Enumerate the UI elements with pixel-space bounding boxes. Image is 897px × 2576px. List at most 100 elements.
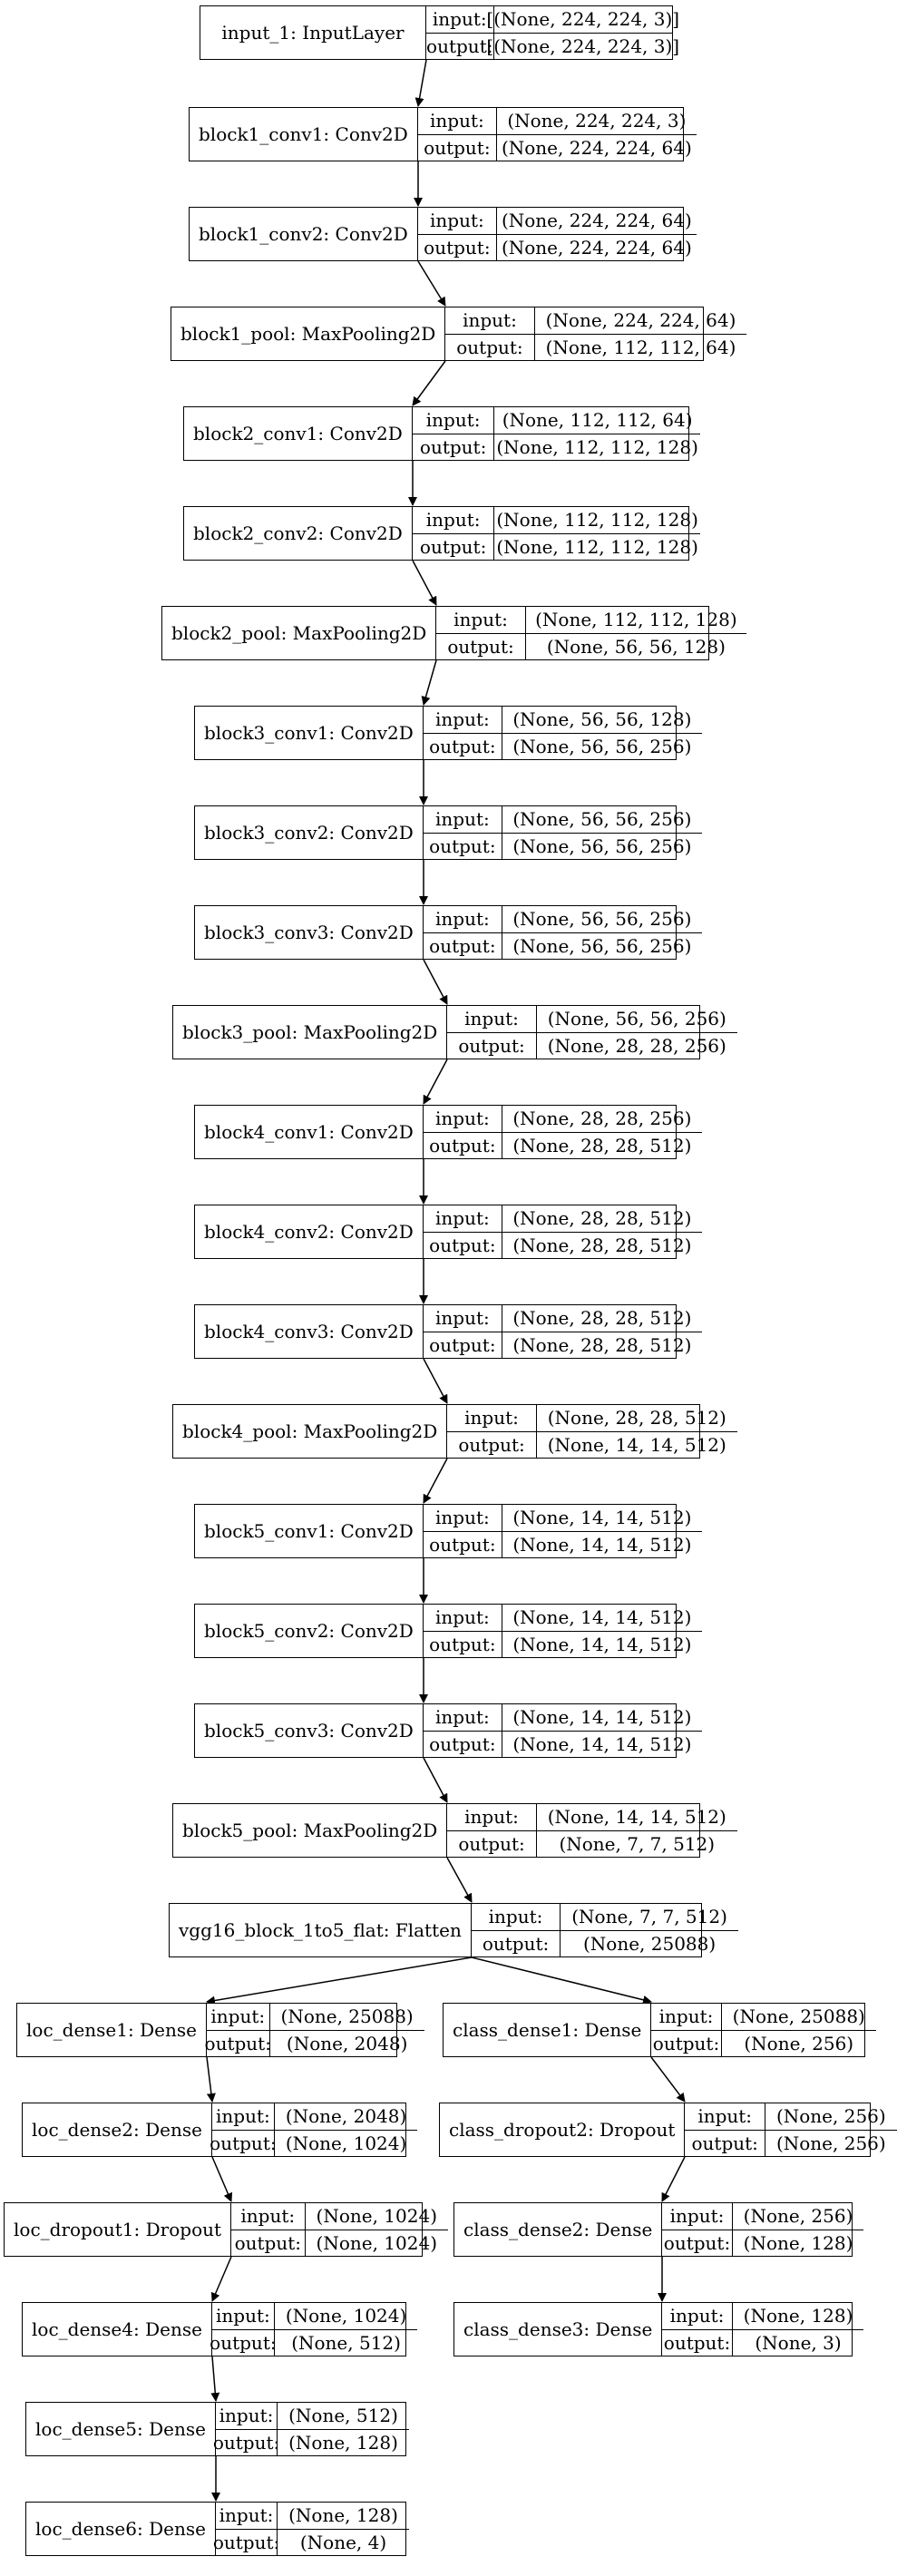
output-shape: (None, 112, 112, 128) [494, 433, 700, 461]
io-values: (None, 56, 56, 256)(None, 56, 56, 256) [502, 906, 702, 959]
output-shape: (None, 256) [721, 2029, 876, 2057]
io-keys: input:output: [426, 6, 494, 59]
io-values: (None, 14, 14, 512)(None, 14, 14, 512) [502, 1505, 702, 1557]
output-shape: (None, 4) [278, 2528, 409, 2556]
input-key: input: [464, 1407, 519, 1429]
output-shape: (None, 512) [274, 2328, 418, 2356]
input-key: input: [697, 2105, 753, 2128]
io-values: (None, 128)(None, 3) [732, 2303, 864, 2356]
layer-name: block4_conv1: Conv2D [195, 1106, 424, 1158]
input-key: input: [432, 8, 487, 31]
layer-name: block3_pool: MaxPooling2D [173, 1006, 448, 1059]
output-key: output: [231, 2229, 305, 2257]
io-keys: input:output: [412, 507, 495, 560]
output-key: output: [423, 732, 502, 760]
layer-name: block5_pool: MaxPooling2D [173, 1804, 448, 1857]
edge-arrow [412, 360, 446, 406]
io-values: (None, 224, 224, 3)(None, 224, 224, 64) [496, 108, 697, 161]
layer-name: loc_dense5: Dense [26, 2403, 216, 2455]
input-key: input: [434, 708, 490, 731]
input-shape: (None, 14, 14, 512) [547, 1806, 726, 1829]
input-shape: (None, 112, 112, 128) [496, 509, 698, 532]
output-shape: (None, 112, 112, 64) [534, 333, 747, 361]
input-key: input: [434, 1207, 490, 1230]
output-shape: (None, 1024) [305, 2229, 449, 2257]
io-keys: input:output: [423, 1505, 502, 1557]
io-keys: input:output: [423, 1106, 502, 1158]
output-shape: [(None, 224, 224, 3)] [486, 32, 679, 60]
output-shape: (None, 224, 224, 64) [496, 233, 697, 261]
output-key: output: [445, 333, 534, 361]
layer-name: block4_conv2: Conv2D [195, 1205, 424, 1258]
output-shape: (None, 28, 28, 512) [502, 1231, 702, 1259]
io-values: (None, 112, 112, 64)(None, 112, 112, 128… [494, 407, 700, 461]
output-key: output: [436, 632, 525, 660]
output-shape: (None, 14, 14, 512) [502, 1730, 702, 1758]
output-key: output: [447, 1031, 536, 1059]
output-key: output: [423, 1630, 502, 1658]
layer-name: block2_conv1: Conv2D [184, 407, 413, 460]
output-key: output: [423, 1331, 502, 1359]
input-shape: (None, 28, 28, 256) [512, 1107, 692, 1130]
io-values: (None, 112, 112, 128)(None, 56, 56, 128) [525, 607, 747, 660]
io-keys: input:output: [471, 1904, 561, 1957]
io-values: (None, 56, 56, 128)(None, 56, 56, 256) [502, 707, 702, 759]
io-values: (None, 56, 56, 256)(None, 56, 56, 256) [502, 806, 702, 859]
input-key: input: [434, 808, 490, 831]
output-key: output: [210, 2328, 277, 2356]
layer-name: block3_conv2: Conv2D [195, 806, 424, 859]
io-keys: input:output: [447, 1006, 537, 1059]
output-shape: (None, 7, 7, 512) [536, 1830, 737, 1858]
input-key: input: [669, 2305, 725, 2327]
output-key: output: [210, 2129, 277, 2157]
io-values: (None, 256)(None, 128) [732, 2203, 864, 2256]
output-shape: (None, 28, 28, 256) [536, 1031, 737, 1059]
output-shape: (None, 28, 28, 512) [502, 1331, 702, 1359]
io-keys: input:output: [423, 1205, 502, 1258]
io-keys: input:output: [651, 2004, 722, 2056]
layer-name: block1_conv1: Conv2D [190, 108, 418, 161]
io-keys: input:output: [423, 1305, 502, 1359]
input-shape: (None, 14, 14, 512) [512, 1507, 692, 1529]
io-keys: input:output: [213, 2503, 279, 2555]
input-key: input: [219, 2405, 274, 2427]
input-key: input: [464, 1806, 519, 1829]
output-shape: (None, 56, 56, 128) [525, 632, 747, 660]
input-shape: (None, 25088) [732, 2005, 865, 2028]
edge-arrow [206, 1956, 473, 2005]
layer-name: loc_dense4: Dense [23, 2303, 212, 2356]
output-key: output: [447, 1430, 536, 1459]
input-shape: (None, 1024) [285, 2305, 407, 2327]
input-shape: (None, 112, 112, 128) [535, 609, 737, 631]
io-values: (None, 256)(None, 256) [765, 2103, 897, 2156]
output-key: output: [417, 133, 496, 161]
layer-name: block2_conv2: Conv2D [184, 507, 413, 560]
io-values: (None, 28, 28, 512)(None, 14, 14, 512) [536, 1405, 737, 1459]
edge-arrow [417, 260, 446, 307]
output-key: output: [471, 1929, 561, 1957]
io-keys: input:output: [423, 806, 502, 859]
io-keys: input:output: [447, 1405, 537, 1459]
output-key: output: [205, 2029, 271, 2057]
layer-name: loc_dense6: Dense [26, 2503, 216, 2555]
input-key: input: [434, 1606, 490, 1629]
layer-name: block4_conv3: Conv2D [195, 1305, 424, 1358]
output-key: output: [213, 2428, 279, 2456]
edge-arrow [650, 2056, 686, 2103]
output-key: output: [417, 233, 496, 261]
io-keys: input:output: [436, 607, 526, 660]
io-keys: input:output: [685, 2103, 765, 2156]
io-values: (None, 28, 28, 256)(None, 28, 28, 512) [502, 1106, 702, 1158]
io-keys: input:output: [445, 307, 535, 361]
output-shape: (None, 14, 14, 512) [536, 1430, 737, 1459]
edge-arrow [211, 2156, 233, 2202]
